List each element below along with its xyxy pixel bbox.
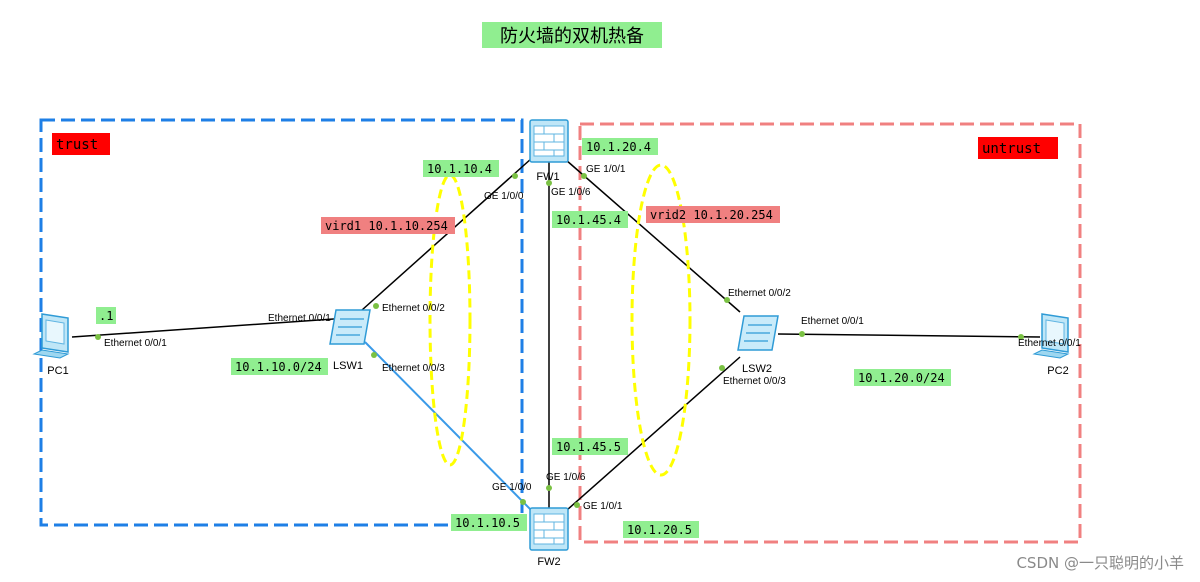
pc2-label: PC2 — [1047, 365, 1068, 377]
port-dot-fw2-ge101 — [574, 502, 580, 508]
link-fw2-lsw2 — [566, 356, 741, 511]
port-dot-fw1-ge100 — [512, 173, 518, 179]
untrust-network-label: 10.1.20.0/24 — [858, 371, 945, 385]
vrid2-label-bg — [646, 206, 780, 223]
vrid2-label: vrid2 10.1.20.254 — [650, 208, 773, 222]
fw1-ge101-label: GE 1/0/1 — [586, 164, 626, 175]
title-background — [482, 22, 662, 48]
lsw2-e003-label: Ethernet 0/0/3 — [723, 376, 786, 387]
port-dots — [95, 173, 1024, 508]
untrust-zone-boundary — [578, 122, 1082, 544]
fw2-untrust-ip: 10.1.20.5 — [627, 523, 692, 537]
pc2-computer-icon[interactable] — [1032, 313, 1070, 359]
vrrp-group1-ellipse — [428, 173, 472, 467]
untrust-zone-tag: untrust — [982, 141, 1041, 157]
port-dot-fw2-ge106 — [546, 485, 552, 491]
lsw1-switch-icon[interactable] — [329, 309, 371, 345]
pc2-port-label: Ethernet 0/0/1 — [1018, 338, 1081, 349]
fw1-heartbeat-ip: 10.1.45.4 — [556, 213, 621, 227]
link-pc1-lsw1 — [71, 317, 349, 338]
fw2-heartbeat-ip: 10.1.45.5 — [556, 440, 621, 454]
fw1-untrust-ip: 10.1.20.4 — [586, 140, 651, 154]
pc1-computer-icon[interactable] — [32, 313, 70, 359]
vrrp-group2-ellipse — [630, 163, 692, 477]
untrust-network-bg — [854, 369, 951, 386]
fw2-label: FW2 — [537, 556, 560, 568]
port-dot-lsw1-e003 — [371, 352, 377, 358]
pc1-label: PC1 — [47, 365, 68, 377]
fw2-trust-ip-bg — [451, 514, 527, 531]
port-dot-pc1 — [95, 334, 101, 340]
lsw2-e002-label: Ethernet 0/0/2 — [728, 288, 791, 299]
pc1-port-label: Ethernet 0/0/1 — [104, 338, 167, 349]
lsw1-e002-label: Ethernet 0/0/2 — [382, 303, 445, 314]
port-dot-fw1-ge106 — [546, 180, 552, 186]
lsw1-e001-label: Ethernet 0/0/1 — [268, 313, 331, 324]
csdn-watermark: CSDN @一只聪明的小羊 — [1016, 554, 1184, 572]
fw2-firewall-icon[interactable] — [529, 507, 569, 551]
lsw2-label: LSW2 — [742, 363, 772, 375]
fw1-firewall-icon[interactable] — [529, 119, 569, 163]
link-lsw1-fw2 — [364, 341, 534, 513]
fw2-ge101-label: GE 1/0/1 — [583, 501, 623, 512]
lsw2-switch-icon[interactable] — [737, 315, 779, 351]
fw2-heartbeat-ip-bg — [552, 438, 628, 455]
port-dot-fw1-ge101 — [581, 173, 587, 179]
fw1-trust-ip-bg — [423, 160, 499, 177]
lsw2-e001-label: Ethernet 0/0/1 — [801, 316, 864, 327]
fw2-ge106-label: GE 1/0/6 — [546, 472, 586, 483]
fw1-untrust-ip-bg — [582, 138, 658, 155]
diagram-title: 防火墙的双机热备 — [500, 26, 644, 47]
trust-zone-boundary — [39, 118, 524, 527]
vrid1-label: vird1 10.1.10.254 — [325, 219, 448, 233]
fw2-ge100-label: GE 1/0/0 — [492, 482, 532, 493]
trust-zone-tag: trust — [56, 137, 98, 153]
fw1-heartbeat-ip-bg — [552, 211, 628, 228]
fw1-label: FW1 — [536, 171, 559, 183]
link-fw1-lsw2 — [565, 159, 741, 313]
fw1-ge100-label: GE 1/0/0 — [484, 191, 524, 202]
trust-network-bg — [231, 358, 328, 375]
lsw1-label: LSW1 — [333, 360, 363, 372]
fw2-trust-ip: 10.1.10.5 — [455, 516, 520, 530]
untrust-zone-tag-bg — [978, 137, 1058, 159]
vrid1-label-bg — [321, 217, 455, 234]
port-dot-lsw2-e003 — [719, 365, 725, 371]
port-dot-lsw1-e002 — [373, 303, 379, 309]
pc1-host-ip: .1 — [99, 309, 113, 323]
trust-network-label: 10.1.10.0/24 — [235, 360, 322, 374]
fw2-untrust-ip-bg — [623, 521, 699, 538]
lsw1-e003-label: Ethernet 0/0/3 — [382, 363, 445, 374]
port-dot-lsw2-e001 — [799, 331, 805, 337]
link-lsw2-pc2 — [777, 333, 1041, 338]
fw1-trust-ip: 10.1.10.4 — [427, 162, 492, 176]
port-dot-pc2 — [1018, 334, 1024, 340]
trust-zone-tag-bg — [52, 133, 110, 155]
port-dot-fw2-ge100 — [520, 499, 526, 505]
pc1-host-ip-bg — [96, 307, 116, 324]
fw1-ge106-label: GE 1/0/6 — [551, 187, 591, 198]
port-dot-lsw2-e002 — [724, 297, 730, 303]
